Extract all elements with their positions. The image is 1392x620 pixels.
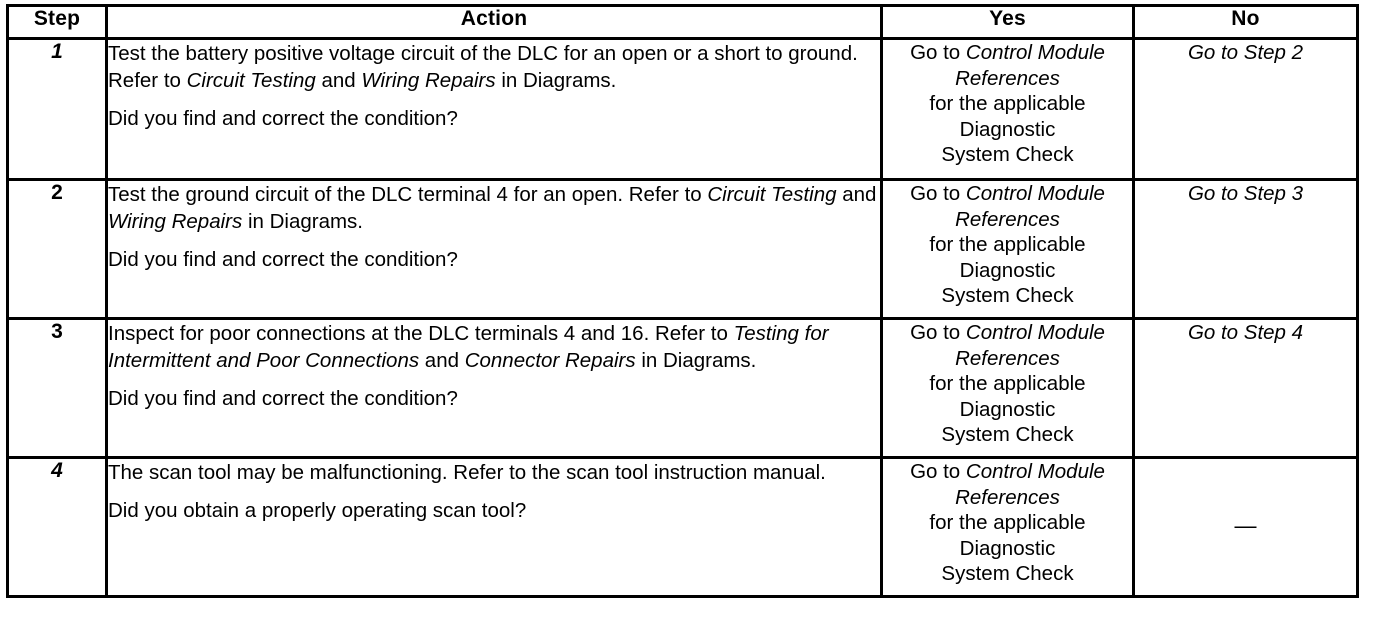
action-reference-2: Wiring Repairs [108,210,243,233]
step-number: 4 [51,459,63,482]
action-question: Did you find and correct the condition? [108,248,458,271]
step-number-cell: 2 [6,178,108,320]
action-text-lead: Test the ground circuit of the DLC termi… [108,183,708,206]
yes-text-line-2: for the applicable [929,233,1086,256]
action-paragraph: Inspect for poor connections at the DLC … [108,320,880,374]
table-header: Step Action Yes No [6,4,1359,40]
action-reference-1: Circuit Testing [186,69,316,92]
column-header-yes: Yes [880,4,1135,40]
action-question: Did you obtain a properly operating scan… [108,499,527,522]
no-cell: — [1132,456,1359,598]
column-header-step: Step [6,4,108,40]
yes-text-line-2: for the applicable [929,511,1086,534]
action-reference-2: Wiring Repairs [361,69,496,92]
table-row: 1 Test the battery positive voltage circ… [6,37,1359,181]
header-row: Step Action Yes No [6,4,1359,40]
yes-text-line-3: Diagnostic [959,536,1056,560]
action-text-tail: in Diagrams. [635,349,757,372]
action-cell: The scan tool may be malfunctioning. Ref… [105,456,883,598]
yes-reference: Control Module References [955,460,1105,509]
yes-text-lead: Go to [910,321,966,344]
yes-text-lead: Go to [910,182,966,205]
column-header-no: No [1132,4,1359,40]
no-cell: Go to Step 2 [1132,37,1359,181]
yes-text-line-4: System Check [941,562,1074,585]
yes-cell: Go to Control Module References for the … [880,178,1135,320]
action-reference-1: Circuit Testing [707,183,837,206]
yes-text-line-3: Diagnostic [959,397,1056,421]
step-number-cell: 3 [6,317,108,459]
action-text-lead: The scan tool may be malfunctioning. Ref… [108,461,826,484]
yes-text-line-4: System Check [941,143,1074,166]
action-paragraph: Test the ground circuit of the DLC termi… [108,181,880,235]
step-number: 3 [51,320,63,343]
action-text-lead: Inspect for poor connections at the DLC … [108,322,734,345]
column-header-action: Action [105,4,883,40]
action-text-tail: in Diagrams. [242,210,364,233]
action-question: Did you find and correct the condition? [108,387,458,410]
yes-text-line-3: Diagnostic [959,117,1056,141]
step-number-cell: 1 [6,37,108,181]
em-dash-icon: — [1234,513,1257,539]
yes-text-line-2: for the applicable [929,372,1086,395]
yes-cell: Go to Control Module References for the … [880,456,1135,598]
action-cell: Test the ground circuit of the DLC termi… [105,178,883,320]
yes-text-line-3: Diagnostic [959,258,1056,282]
no-text: Go to Step 2 [1187,41,1304,64]
yes-text-line-4: System Check [941,423,1074,446]
yes-text-line-4: System Check [941,284,1074,307]
action-cell: Inspect for poor connections at the DLC … [105,317,883,459]
no-cell: Go to Step 4 [1132,317,1359,459]
step-number: 2 [51,181,63,204]
diagnostic-steps-table: Step Action Yes No 1 Test the battery po… [6,4,1359,598]
action-text-join: and [419,349,465,372]
action-question: Did you find and correct the condition? [108,107,458,130]
no-text: Go to Step 4 [1187,321,1304,344]
yes-reference: Control Module References [955,41,1105,90]
action-reference-1: Testing for Intermittent and Poor Connec… [108,322,829,372]
action-text-lead: Test the battery positive voltage circui… [108,42,858,92]
yes-reference: Control Module References [955,321,1105,370]
no-cell: Go to Step 3 [1132,178,1359,320]
action-cell: Test the battery positive voltage circui… [105,37,883,181]
action-paragraph: Test the battery positive voltage circui… [108,40,880,94]
action-paragraph: The scan tool may be malfunctioning. Ref… [108,459,880,486]
table-row: 3 Inspect for poor connections at the DL… [6,317,1359,459]
action-text-tail: in Diagrams. [495,69,617,92]
action-text-join: and [315,69,362,92]
table-row: 4 The scan tool may be malfunctioning. R… [6,456,1359,598]
yes-cell: Go to Control Module References for the … [880,37,1135,181]
yes-text-lead: Go to [910,41,966,64]
action-text-join: and [836,183,877,206]
yes-cell: Go to Control Module References for the … [880,317,1135,459]
table-row: 2 Test the ground circuit of the DLC ter… [6,178,1359,320]
step-number: 1 [51,40,63,63]
yes-text-line-2: for the applicable [929,92,1086,115]
no-text: Go to Step 3 [1187,182,1304,205]
yes-text-lead: Go to [910,460,966,483]
action-reference-2: Connector Repairs [464,349,636,372]
step-number-cell: 4 [6,456,108,598]
yes-reference: Control Module References [955,182,1105,231]
table-body: 1 Test the battery positive voltage circ… [6,37,1359,598]
